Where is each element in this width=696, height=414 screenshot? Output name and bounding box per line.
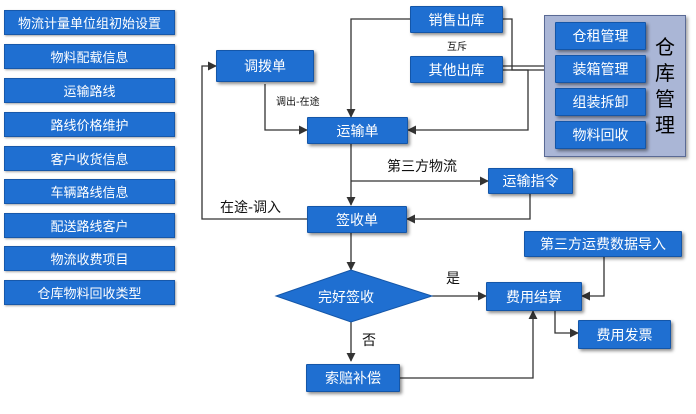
- sidebar-item-delivery-route-customer[interactable]: 配送路线客户: [4, 213, 175, 238]
- node-sales-out[interactable]: 销售出库: [410, 6, 503, 33]
- edge-import-to-settlement: [581, 256, 605, 301]
- edge-sales-to-transport: [346, 18, 410, 118]
- node-third-import[interactable]: 第三方运费数据导入: [524, 231, 682, 257]
- edge-cmd-to-receipt: [406, 194, 531, 224]
- edge-claim-to-settlement: [400, 310, 538, 379]
- edge-settlement-to-invoice: [554, 310, 579, 338]
- edge-receipt-to-transfer: [201, 61, 307, 220]
- edge-transfer-to-transport: [264, 84, 308, 135]
- label-yes: 是: [446, 271, 460, 287]
- label-out-in-transit: 调出-在途: [276, 97, 320, 108]
- node-invoice[interactable]: 费用发票: [578, 320, 671, 349]
- sidebar-item-transport-route[interactable]: 运输路线: [4, 78, 175, 103]
- node-transfer[interactable]: 调拨单: [216, 50, 314, 82]
- sidebar-item-unit-group[interactable]: 物流计量单位组初始设置: [4, 10, 175, 35]
- sidebar-item-route-price[interactable]: 路线价格维护: [4, 112, 175, 137]
- sidebar-item-material-load[interactable]: 物料配载信息: [4, 44, 175, 69]
- warehouse-item-rent[interactable]: 仓租管理: [555, 22, 646, 50]
- warehouse-item-recycle[interactable]: 物料回收: [555, 121, 646, 149]
- node-settlement[interactable]: 费用结算: [486, 282, 582, 311]
- label-third-party: 第三方物流: [387, 159, 457, 175]
- warehouse-item-assembly[interactable]: 组装拆卸: [555, 88, 646, 116]
- sidebar-item-recycle-type[interactable]: 仓库物料回收类型: [4, 280, 175, 305]
- label-no: 否: [362, 333, 376, 349]
- node-other-out[interactable]: 其他出库: [410, 56, 503, 83]
- sidebar-item-customer-receipt[interactable]: 客户收货信息: [4, 146, 175, 171]
- node-claim[interactable]: 索赔补偿: [306, 364, 400, 392]
- sidebar-item-logistics-fee[interactable]: 物流收费项目: [4, 246, 175, 271]
- warehouse-title: 仓库管理: [655, 35, 675, 137]
- warehouse-item-packing[interactable]: 装箱管理: [555, 55, 646, 83]
- label-in-transit-in: 在途-调入: [220, 200, 282, 216]
- edge-sales-to-warehouse: [503, 18, 556, 75]
- label-mutual: 互斥: [447, 42, 467, 53]
- signed-ok-diamond: [274, 269, 434, 323]
- node-receipt[interactable]: 签收单: [307, 206, 407, 233]
- node-transport-cmd[interactable]: 运输指令: [488, 168, 573, 194]
- node-transport[interactable]: 运输单: [307, 117, 408, 144]
- node-signed-ok-label: 完好签收: [318, 290, 374, 306]
- sidebar-item-vehicle-route[interactable]: 车辆路线信息: [4, 179, 175, 204]
